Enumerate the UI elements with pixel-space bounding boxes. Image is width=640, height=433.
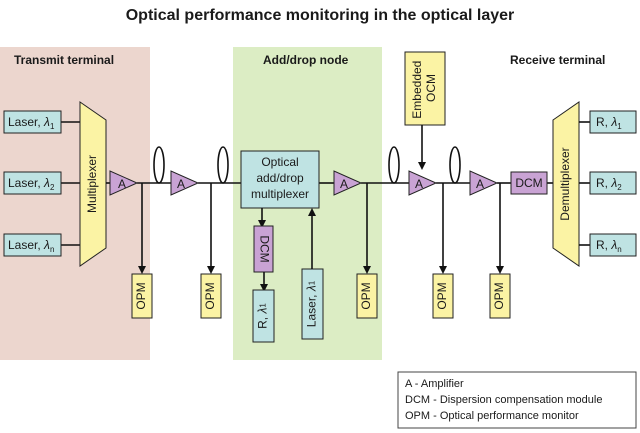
svg-text:OPM: OPM bbox=[492, 282, 506, 309]
add-drop-node-label: Add/drop node bbox=[263, 53, 349, 67]
drop-receiver-box: R, λ1 bbox=[252, 289, 275, 343]
amplifier-3: A bbox=[333, 170, 363, 196]
svg-text:A: A bbox=[340, 177, 348, 191]
svg-text:Demultiplexer: Demultiplexer bbox=[558, 147, 572, 220]
svg-text:Laser, λ1: Laser, λ1 bbox=[305, 280, 319, 327]
opm-4: OPM bbox=[432, 273, 454, 319]
opm-3: OPM bbox=[356, 273, 378, 319]
fiber-spool-2 bbox=[217, 146, 229, 184]
add-laser-box: Laser, λ1 bbox=[301, 268, 324, 340]
demultiplexer: Demultiplexer bbox=[552, 101, 580, 267]
svg-text:R, λ1: R, λ1 bbox=[256, 303, 270, 329]
fiber-spool-3 bbox=[388, 146, 400, 184]
transmit-terminal-zone bbox=[0, 47, 150, 360]
opm-2: OPM bbox=[200, 273, 222, 319]
receive-terminal-label: Receive terminal bbox=[510, 53, 605, 67]
svg-text:R, λ2: R, λ2 bbox=[596, 176, 622, 192]
laser-n-box: Laser, λn bbox=[3, 233, 62, 257]
diagram-title: Optical performance monitoring in the op… bbox=[126, 7, 515, 24]
receiver-2-box: R, λ2 bbox=[589, 171, 637, 195]
amplifier-4: A bbox=[408, 170, 438, 196]
svg-text:A: A bbox=[118, 177, 126, 191]
svg-text:DCM: DCM bbox=[515, 176, 542, 190]
drop-dcm: DCM bbox=[253, 225, 274, 273]
svg-text:OPM: OPM bbox=[203, 282, 217, 309]
opm-5: OPM bbox=[489, 273, 511, 319]
transmit-terminal-label: Transmit terminal bbox=[14, 53, 114, 67]
svg-text:A: A bbox=[415, 177, 423, 191]
amplifier-1: A bbox=[109, 170, 139, 196]
svg-text:multiplexer: multiplexer bbox=[251, 187, 309, 201]
receiver-1-box: R, λ1 bbox=[589, 110, 637, 134]
svg-text:R, λn: R, λn bbox=[596, 238, 622, 254]
svg-text:Optical: Optical bbox=[261, 155, 298, 169]
optical-add-drop-multiplexer: Optical add/drop multiplexer bbox=[240, 150, 320, 209]
amplifier-2: A bbox=[170, 170, 200, 196]
svg-text:OPM: OPM bbox=[359, 282, 373, 309]
fiber-spool-1 bbox=[153, 146, 165, 184]
legend-item-amplifier: A - Amplifier bbox=[405, 378, 464, 390]
svg-text:Laser, λ2: Laser, λ2 bbox=[8, 176, 55, 192]
legend-item-dcm: DCM - Dispersion compensation module bbox=[405, 394, 602, 406]
embedded-ocm-box: Embedded OCM bbox=[404, 51, 446, 126]
svg-text:OPM: OPM bbox=[134, 282, 148, 309]
receiver-n-box: R, λn bbox=[589, 233, 637, 257]
svg-text:OPM: OPM bbox=[435, 282, 449, 309]
fiber-spool-4 bbox=[449, 146, 461, 184]
receive-dcm: DCM bbox=[510, 171, 548, 195]
legend: A - Amplifier DCM - Dispersion compensat… bbox=[397, 371, 637, 429]
svg-text:A: A bbox=[476, 177, 484, 191]
svg-text:A: A bbox=[177, 177, 185, 191]
multiplexer: Multiplexer bbox=[79, 101, 107, 267]
laser-2-box: Laser, λ2 bbox=[3, 171, 62, 195]
legend-item-opm: OPM - Optical performance monitor bbox=[405, 410, 579, 422]
amplifier-5: A bbox=[469, 170, 499, 196]
svg-text:Multiplexer: Multiplexer bbox=[85, 155, 99, 213]
svg-text:DCM: DCM bbox=[257, 235, 271, 262]
opm-1: OPM bbox=[131, 273, 153, 319]
svg-text:add/drop: add/drop bbox=[256, 171, 304, 185]
laser-1-box: Laser, λ1 bbox=[3, 110, 62, 134]
svg-text:R, λ1: R, λ1 bbox=[596, 115, 622, 131]
svg-text:Laser, λ1: Laser, λ1 bbox=[8, 115, 55, 131]
svg-text:Laser, λn: Laser, λn bbox=[8, 238, 54, 254]
svg-text:Embedded OCM: Embedded OCM bbox=[410, 57, 438, 118]
